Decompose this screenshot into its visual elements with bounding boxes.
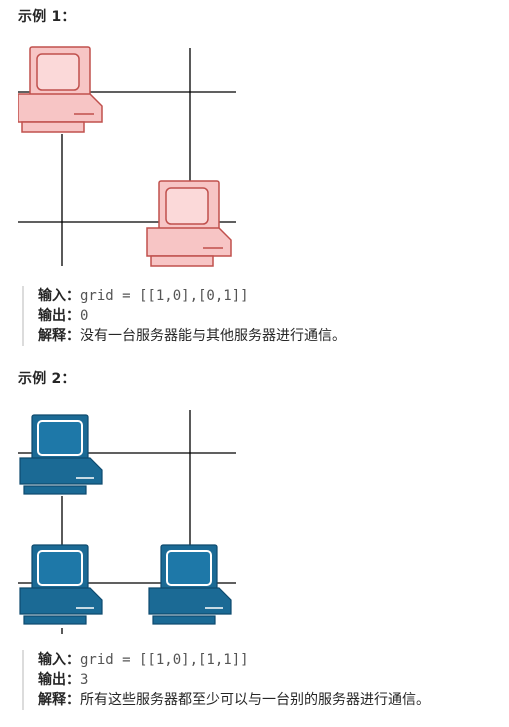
example-2-heading: 示例 2： (18, 371, 76, 387)
example-1-grid-figure (17, 44, 238, 276)
example-1-details: 输入：grid = [[1,0],[0,1]] 输出：0 解释：没有一台服务器能… (22, 286, 346, 346)
input-label: 输入： (38, 288, 80, 304)
computer-icon (17, 46, 103, 133)
example-1-explain-line: 解释：没有一台服务器能与其他服务器进行通信。 (38, 326, 346, 346)
computer-icon (148, 544, 232, 625)
explain-value: 所有这些服务器都至少可以与一台别的服务器进行通信。 (80, 692, 430, 708)
example-1-input-line: 输入：grid = [[1,0],[0,1]] (38, 286, 346, 306)
computer-icon (19, 544, 103, 625)
output-value: 3 (80, 672, 89, 688)
example-2-output-line: 输出：3 (38, 670, 430, 690)
example-1-output-line: 输出：0 (38, 306, 346, 326)
computer-icon (146, 180, 232, 267)
example-2-grid-svg (18, 410, 236, 634)
example-2-details: 输入：grid = [[1,0],[1,1]] 输出：3 解释：所有这些服务器都… (22, 650, 430, 710)
example-2-explain-line: 解释：所有这些服务器都至少可以与一台别的服务器进行通信。 (38, 690, 430, 710)
example-2-grid-figure (18, 408, 238, 638)
input-value: grid = [[1,0],[1,1]] (80, 652, 249, 668)
example-2-input-line: 输入：grid = [[1,0],[1,1]] (38, 650, 430, 670)
input-label: 输入： (38, 652, 80, 668)
output-value: 0 (80, 308, 89, 324)
example-1-grid-svg (17, 46, 236, 267)
explain-value: 没有一台服务器能与其他服务器进行通信。 (80, 328, 346, 344)
output-label: 输出： (38, 672, 80, 688)
explain-label: 解释： (38, 328, 80, 344)
example-1-heading: 示例 1： (18, 9, 76, 25)
output-label: 输出： (38, 308, 80, 324)
explain-label: 解释： (38, 692, 80, 708)
input-value: grid = [[1,0],[0,1]] (80, 288, 249, 304)
computer-icon (19, 414, 103, 495)
